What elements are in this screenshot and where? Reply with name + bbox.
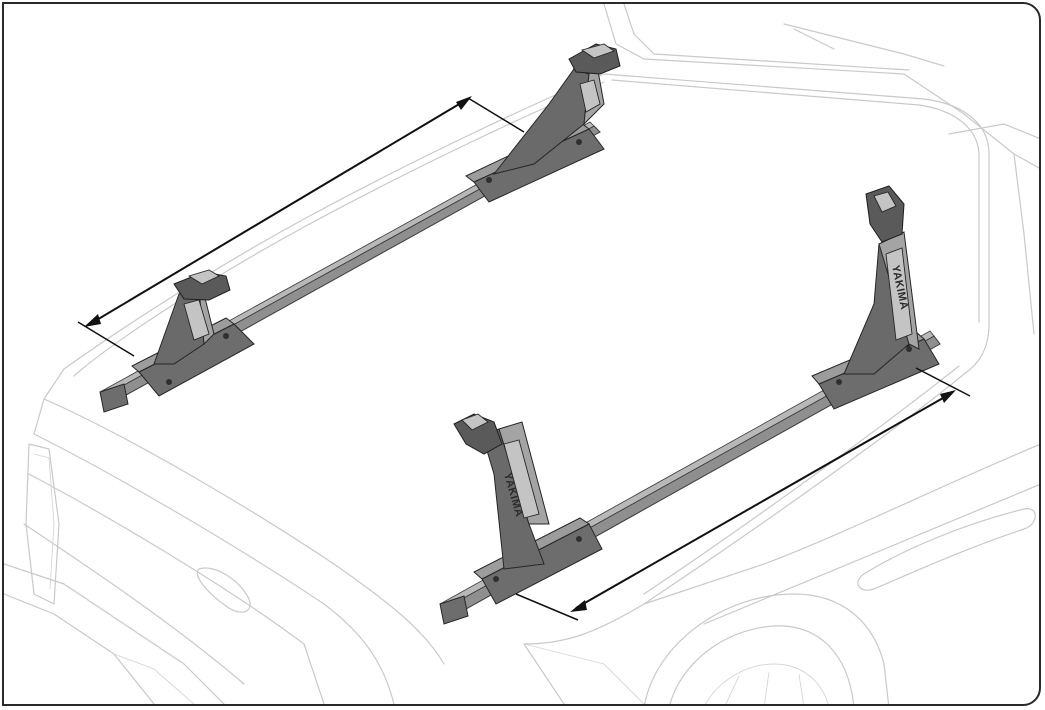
spacing-arrow-right — [515, 367, 971, 621]
tower-rear-left — [131, 269, 255, 397]
tower-front-left — [465, 43, 621, 203]
rack-installation-diagram: YAKIMA YAKIMA — [4, 4, 1039, 704]
tower-front-right: YAKIMA — [811, 185, 940, 410]
spacing-arrow-left — [77, 96, 525, 357]
tower-rear-right: YAKIMA — [453, 413, 603, 605]
